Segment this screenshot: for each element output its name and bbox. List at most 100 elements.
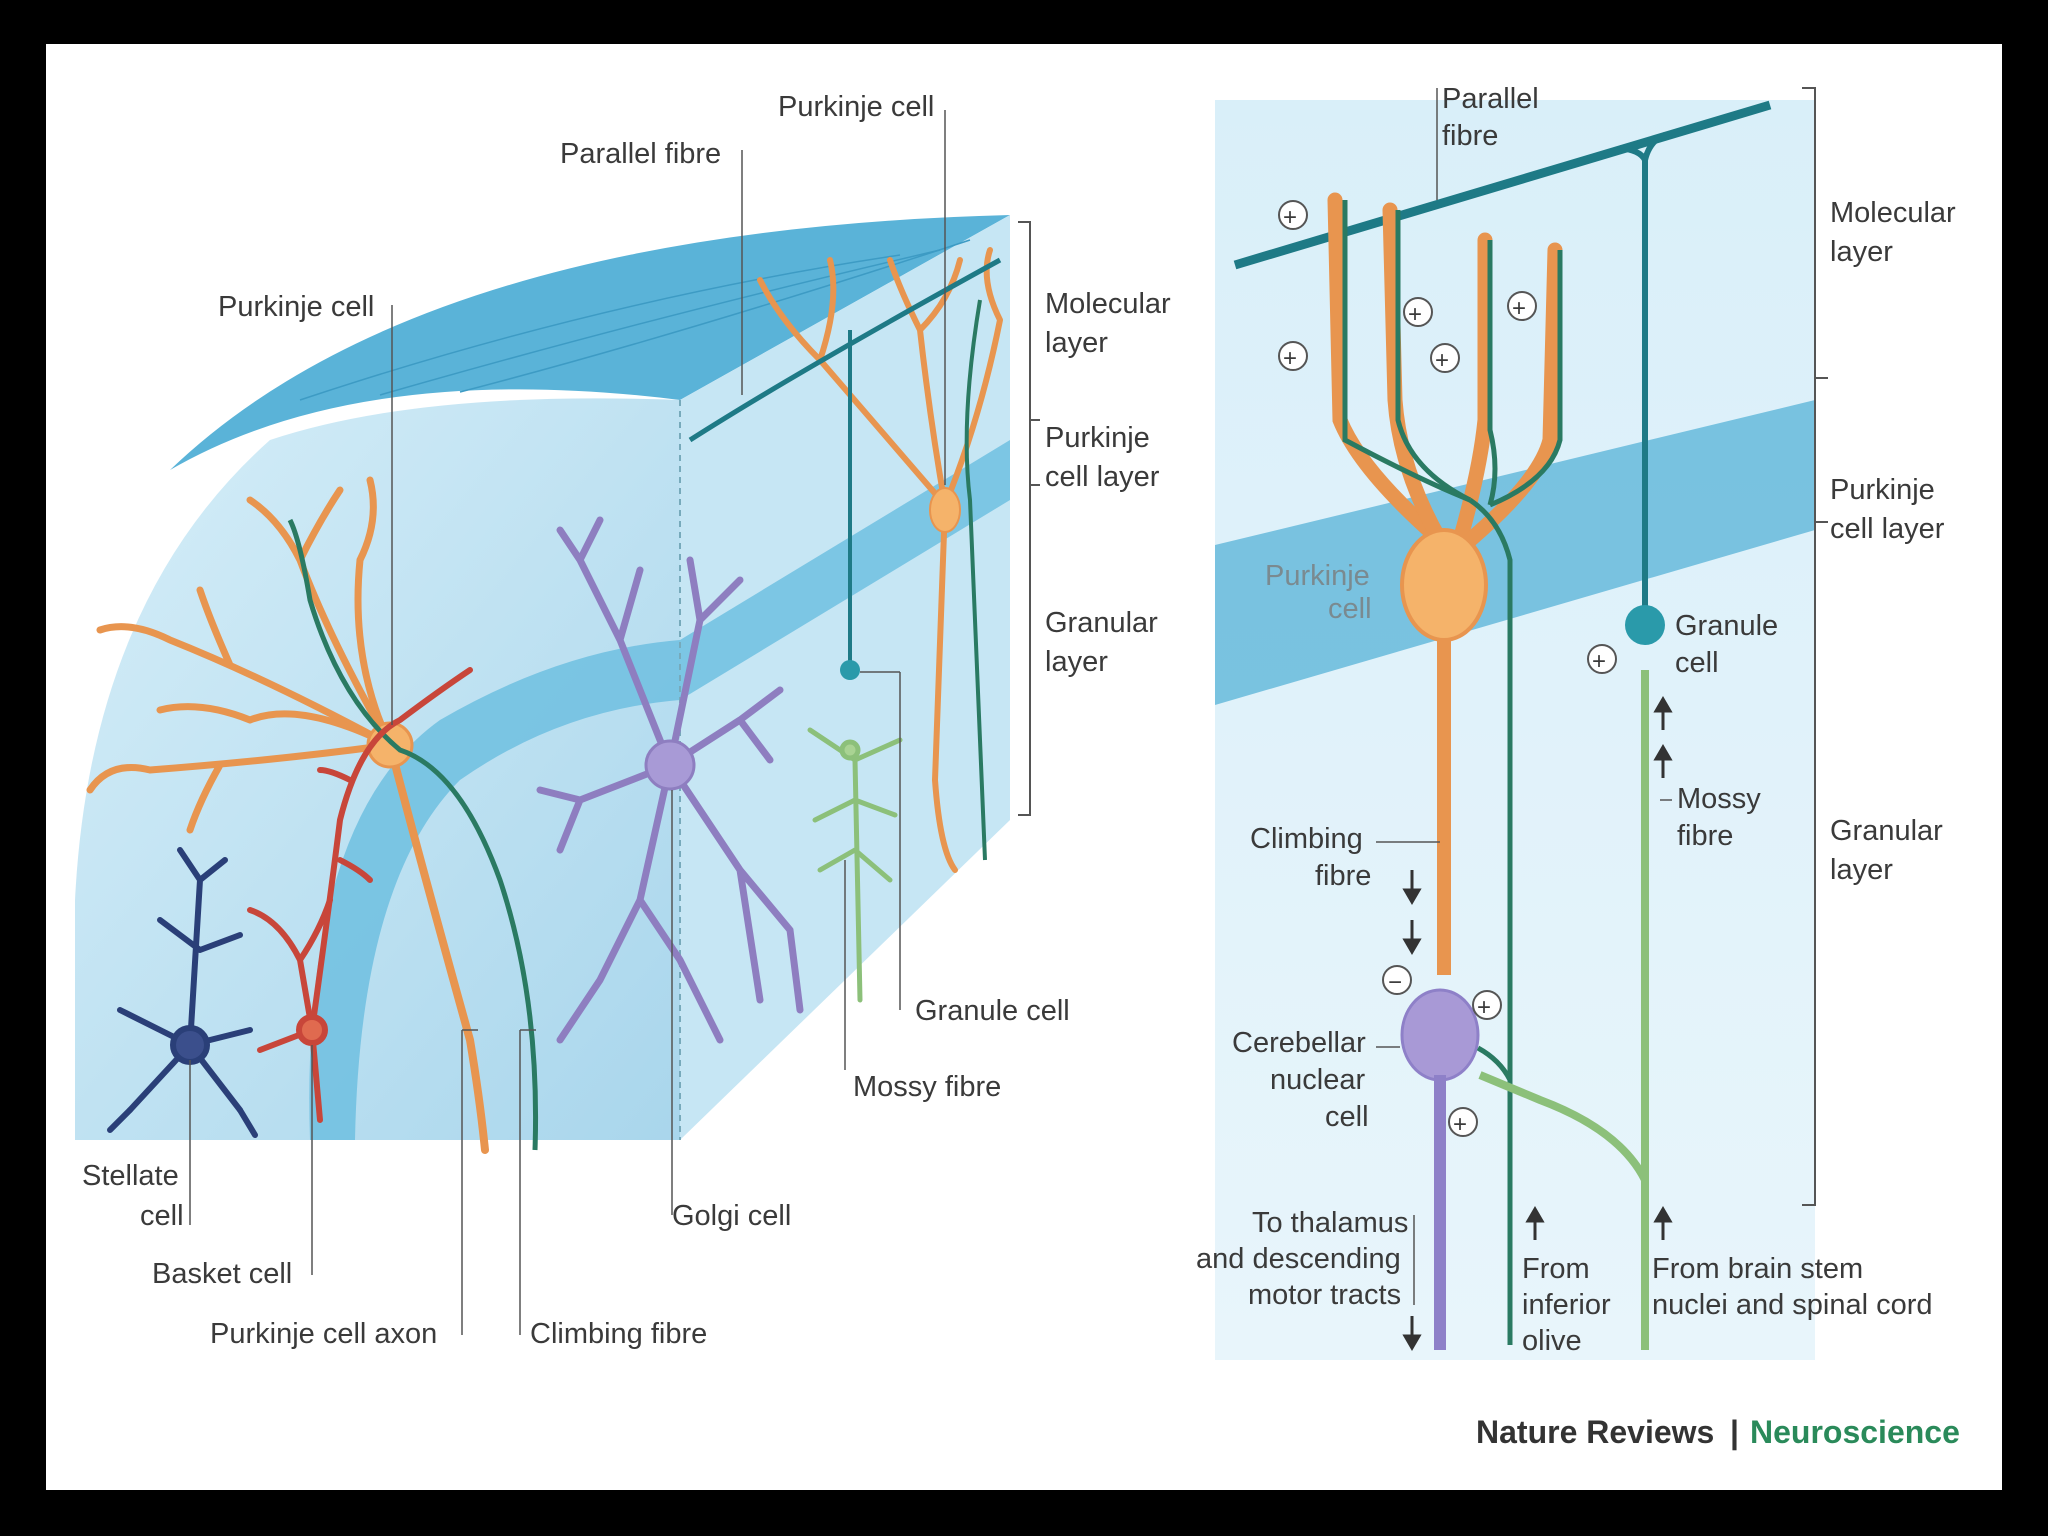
label-r-granular-layer-l2: layer bbox=[1830, 854, 1893, 886]
right-schematic bbox=[1215, 100, 1815, 1360]
label-r-granular-layer-l1: Granular bbox=[1830, 815, 1943, 847]
label-climbing-fibre: Climbing fibre bbox=[530, 1318, 707, 1350]
left-3d-block bbox=[75, 215, 1010, 1140]
label-molecular-layer-l1: Molecular bbox=[1045, 288, 1171, 320]
right-leader-lines bbox=[1376, 88, 1672, 1305]
left-layer-bracket bbox=[1018, 221, 1040, 816]
label-r-inferior-olive-l2: inferior bbox=[1522, 1289, 1611, 1321]
right-granule-axon bbox=[1619, 132, 1667, 620]
plus-marker: + bbox=[1507, 291, 1537, 322]
label-r-molecular-layer-l2: layer bbox=[1830, 236, 1893, 268]
minus-marker: − bbox=[1382, 965, 1412, 996]
label-granular-layer-l1: Granular bbox=[1045, 607, 1158, 639]
label-purkinje-cell-axon: Purkinje cell axon bbox=[210, 1318, 437, 1350]
up-arrow-icon bbox=[1653, 1206, 1673, 1240]
label-basket-cell: Basket cell bbox=[152, 1258, 292, 1290]
left-leader-lines bbox=[189, 110, 946, 1335]
label-r-inferior-olive-l3: olive bbox=[1522, 1325, 1582, 1357]
right-arrows bbox=[1402, 696, 1673, 1351]
plus-marker: + bbox=[1278, 341, 1308, 372]
label-purkinje-cell-left: Purkinje cell bbox=[218, 291, 374, 323]
basket-cell bbox=[247, 667, 473, 1123]
up-arrow-icon bbox=[1653, 744, 1673, 778]
right-background bbox=[1215, 100, 1815, 1360]
svg-text:+: + bbox=[1283, 204, 1297, 231]
right-layer-bracket bbox=[1802, 87, 1828, 1206]
right-climbing-collateral bbox=[1476, 1045, 1513, 1082]
block-top-surface bbox=[170, 215, 1010, 470]
label-r-purkinje-cell-l2: cell bbox=[1328, 593, 1372, 625]
label-r-nuclear-cell-l3: cell bbox=[1325, 1101, 1369, 1133]
credit-line: Nature Reviews | Neuroscience bbox=[1476, 1414, 1960, 1450]
golgi-cell bbox=[536, 516, 804, 1044]
down-arrow-icon bbox=[1402, 870, 1422, 905]
label-r-granule-cell-l2: cell bbox=[1675, 647, 1719, 679]
right-synapse-markers: + + + + + + − + + bbox=[1278, 200, 1617, 1138]
plus-marker: + bbox=[1403, 297, 1433, 328]
block-parallel-fibre bbox=[688, 257, 1002, 443]
label-r-climbing-fibre-l1: Climbing bbox=[1250, 823, 1363, 855]
label-r-climbing-fibre-l2: fibre bbox=[1315, 860, 1371, 892]
plus-marker: + bbox=[1430, 343, 1460, 374]
credit-separator: | bbox=[1730, 1414, 1739, 1450]
label-parallel-fibre: Parallel fibre bbox=[560, 138, 721, 170]
right-mossy-fibre bbox=[1478, 670, 1649, 1350]
plus-marker: + bbox=[1278, 200, 1308, 231]
credit-journal: Nature Reviews bbox=[1476, 1414, 1714, 1450]
block-front-face bbox=[75, 398, 680, 1140]
block-climbing-fibre bbox=[964, 299, 987, 861]
label-purkinje-cell-layer-l2: cell layer bbox=[1045, 461, 1160, 493]
svg-text:+: + bbox=[1435, 347, 1449, 374]
stellate-cell bbox=[107, 847, 258, 1138]
label-r-molecular-layer-l1: Molecular bbox=[1830, 197, 1956, 229]
left-purkinje-cell bbox=[86, 476, 489, 1154]
block-side-band bbox=[680, 440, 1010, 700]
svg-text:+: + bbox=[1453, 1111, 1467, 1138]
label-granule-cell: Granule cell bbox=[915, 995, 1070, 1027]
label-r-to-thalamus-l3: motor tracts bbox=[1248, 1279, 1401, 1311]
right-parallel-fibre bbox=[1233, 100, 1772, 270]
label-r-purkinje-layer-l2: cell layer bbox=[1830, 513, 1945, 545]
surface-line bbox=[299, 254, 901, 401]
plus-marker: + bbox=[1448, 1107, 1478, 1138]
label-r-mossy-fibre-l2: fibre bbox=[1677, 820, 1733, 852]
label-r-brain-stem-l1: From brain stem bbox=[1652, 1253, 1863, 1285]
down-arrow-icon bbox=[1402, 1316, 1422, 1351]
right-purkinje-band bbox=[1215, 400, 1815, 705]
plus-marker: + bbox=[1587, 644, 1617, 675]
surface-line bbox=[379, 249, 941, 396]
right-nuclear-cell bbox=[1400, 988, 1480, 1082]
label-molecular-layer-l2: layer bbox=[1045, 327, 1108, 359]
svg-text:+: + bbox=[1477, 994, 1491, 1021]
svg-text:+: + bbox=[1512, 295, 1526, 322]
label-golgi-cell: Golgi cell bbox=[672, 1200, 791, 1232]
label-r-nuclear-cell-l1: Cerebellar bbox=[1232, 1027, 1366, 1059]
up-arrow-icon bbox=[1525, 1206, 1545, 1240]
label-stellate-cell-l2: cell bbox=[140, 1200, 184, 1232]
left-climbing-fibre bbox=[287, 518, 539, 1151]
label-mossy-fibre: Mossy fibre bbox=[853, 1071, 1001, 1103]
label-r-mossy-fibre-l1: Mossy bbox=[1677, 783, 1761, 815]
label-r-inferior-olive-l1: From bbox=[1522, 1253, 1590, 1285]
label-r-to-thalamus-l1: To thalamus bbox=[1252, 1207, 1408, 1239]
svg-text:+: + bbox=[1283, 345, 1297, 372]
svg-text:−: − bbox=[1388, 969, 1402, 996]
label-purkinje-cell-top: Purkinje cell bbox=[778, 91, 934, 123]
block-granule-cell bbox=[840, 660, 860, 680]
credit-section: Neuroscience bbox=[1750, 1414, 1960, 1450]
label-purkinje-cell-layer-l1: Purkinje bbox=[1045, 422, 1150, 454]
block-purkinje-cell bbox=[757, 247, 1003, 873]
right-purkinje-soma bbox=[1400, 528, 1488, 642]
label-r-brain-stem-l2: nuclei and spinal cord bbox=[1652, 1289, 1933, 1321]
down-arrow-icon bbox=[1402, 920, 1422, 955]
plus-marker: + bbox=[1472, 990, 1502, 1021]
block-mossy-fibre bbox=[807, 727, 903, 1003]
label-r-granule-cell-l1: Granule bbox=[1675, 610, 1778, 642]
label-r-parallel-fibre-l1: Parallel bbox=[1442, 83, 1539, 115]
label-r-purkinje-cell-l1: Purkinje bbox=[1265, 560, 1370, 592]
label-granular-layer-l2: layer bbox=[1045, 646, 1108, 678]
right-climbing-fibre bbox=[1342, 200, 1563, 1345]
svg-text:+: + bbox=[1408, 301, 1422, 328]
svg-text:+: + bbox=[1592, 648, 1606, 675]
